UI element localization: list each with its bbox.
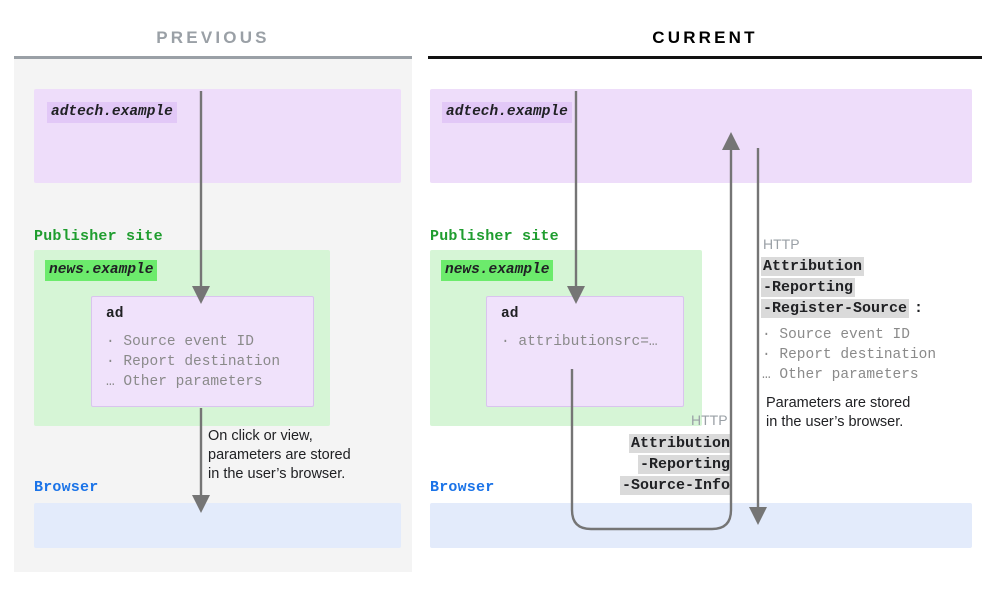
current-response-colon: :	[914, 300, 924, 317]
panel-previous-title: PREVIOUS	[156, 28, 270, 47]
current-response-headers: Attribution -Reporting -Register-Source:	[761, 256, 976, 319]
current-adtech-domain-chip: adtech.example	[442, 102, 572, 123]
previous-publisher-label: Publisher site	[34, 228, 163, 245]
current-request-http-word: HTTP	[691, 412, 728, 428]
current-response-header-line-2: -Reporting	[761, 278, 856, 297]
current-request-header-line-3: -Source-Info	[619, 476, 732, 495]
previous-connectors	[192, 91, 210, 513]
panel-current: CURRENT adtech.example Publisher site ne…	[428, 0, 982, 592]
current-response-params: · Source event ID · Report destination ……	[762, 327, 937, 383]
current-request-header-line-2: -Reporting	[637, 455, 732, 474]
previous-ad-card: ad · Source event ID · Report destinatio…	[91, 296, 314, 407]
current-request-headers: Attribution -Reporting -Source-Info	[578, 433, 732, 496]
current-request-header-line-1: Attribution	[628, 434, 732, 453]
current-response-note: Parameters are stored in the user’s brow…	[766, 395, 911, 430]
previous-note: On click or view, parameters are stored …	[208, 428, 351, 482]
current-publisher-label: Publisher site	[430, 228, 559, 245]
current-ad-card: ad · attributionsrc=…	[486, 296, 684, 407]
previous-publisher-domain-chip: news.example	[45, 260, 158, 281]
current-response-header-line-3: -Register-Source	[761, 299, 910, 318]
previous-browser-region	[34, 503, 401, 548]
current-browser-region	[430, 503, 972, 548]
panel-previous: PREVIOUS adtech.example Publisher site n…	[14, 0, 412, 592]
previous-browser-label: Browser	[34, 479, 99, 496]
previous-adtech-domain-chip: adtech.example	[47, 102, 177, 123]
current-ad-title: ad	[501, 306, 519, 322]
previous-ad-title: ad	[106, 306, 124, 322]
current-response-header-line-1: Attribution	[761, 257, 865, 276]
previous-ad-params: · Source event ID · Report destination ……	[106, 334, 281, 390]
current-connectors	[567, 91, 767, 531]
current-publisher-domain-chip: news.example	[441, 260, 554, 281]
current-response-http-word: HTTP	[763, 236, 800, 252]
panel-previous-rule	[14, 56, 412, 59]
panel-current-rule	[428, 56, 982, 59]
panel-current-title: CURRENT	[652, 28, 758, 47]
current-browser-label: Browser	[430, 479, 495, 496]
current-ad-params: · attributionsrc=…	[501, 334, 658, 350]
